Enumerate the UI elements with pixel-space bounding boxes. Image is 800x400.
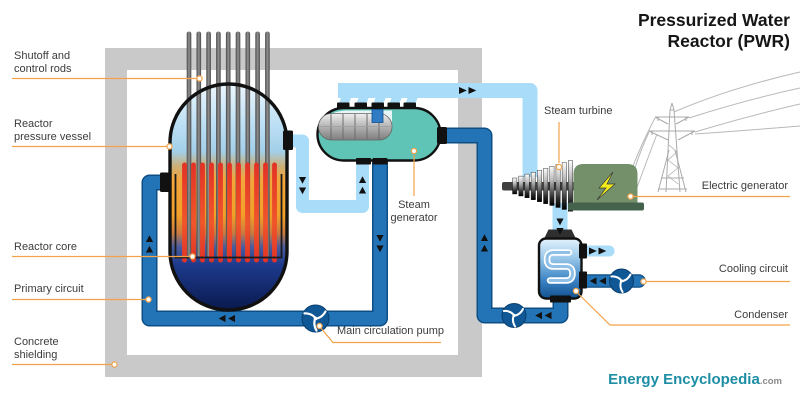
label-cooling-circuit: Cooling circuit	[718, 263, 788, 275]
steam-turbine	[502, 160, 576, 212]
label-shutoff-control-rods: Shutoff and control rods	[14, 50, 72, 75]
cooling-pump-icon	[609, 268, 634, 294]
condenser-coil	[543, 249, 576, 284]
condenser-nozzles	[550, 243, 587, 303]
label-condenser: Condenser	[734, 309, 788, 321]
label-main-circulation-pump: Main circulation pump	[337, 325, 444, 337]
label-concrete-shielding: Concrete shielding	[14, 336, 59, 361]
feed-distributor	[371, 109, 384, 123]
feedwater-pump-icon	[501, 303, 527, 328]
label-reactor-pressure-vessel: Reactor pressure vessel	[14, 118, 92, 143]
leader-dots	[111, 75, 647, 368]
label-reactor-core: Reactor core	[14, 241, 77, 253]
label-primary-circuit: Primary circuit	[14, 283, 84, 295]
title-line1: Pressurized Water	[637, 10, 790, 30]
reactor-core	[174, 162, 283, 263]
leader-lines	[12, 77, 790, 366]
vessel-inlet-nozzle	[160, 172, 171, 192]
primary-circuit-pipe	[141, 160, 388, 327]
generator-base	[568, 202, 644, 211]
main-circulation-pump-icon	[301, 304, 330, 333]
flow-direction-arrows	[145, 87, 607, 323]
reactor-pressure-vessel	[160, 31, 293, 312]
logo-tld: .com	[759, 376, 782, 387]
steam-nozzle-stubs	[338, 90, 421, 106]
energy-encyclopedia-logo: Energy Encyclopedia.com	[608, 371, 782, 388]
logo-name: Energy Encyclopedia	[608, 371, 760, 388]
feedwater-pipe	[446, 127, 569, 324]
label-steam-generator: Steam generator	[390, 199, 438, 224]
sg-nozzles	[337, 102, 447, 165]
title-line2: Reactor (PWR)	[667, 31, 790, 51]
vessel-outlet-nozzle	[283, 130, 293, 150]
lightning-bolt-icon	[596, 171, 616, 201]
transmission-tower-icon	[625, 71, 800, 197]
electric-generator	[568, 164, 644, 211]
steam-generator	[316, 90, 447, 165]
label-electric-generator: Electric generator	[701, 180, 788, 192]
condenser	[537, 229, 587, 303]
page-title: Pressurized Water Reactor (PWR)	[530, 10, 790, 52]
label-steam-turbine: Steam turbine	[544, 105, 613, 117]
